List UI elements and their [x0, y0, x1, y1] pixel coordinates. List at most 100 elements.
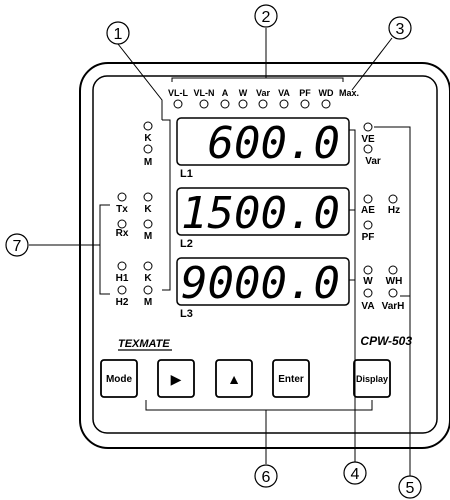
callout-7-circle	[5, 233, 29, 257]
display-l1-window	[176, 117, 350, 166]
callout-1-text: 1	[114, 26, 123, 43]
bracket-2	[171, 77, 344, 82]
ind-max-label: Max.	[339, 88, 359, 98]
led-rpf	[363, 220, 373, 230]
led-pf	[300, 99, 310, 109]
callout-3-circle	[388, 16, 412, 40]
led-m3	[143, 285, 153, 295]
ind-vln-label: VL-N	[194, 88, 215, 98]
led-vll	[173, 99, 183, 109]
callout-6-circle	[254, 464, 278, 488]
led-wh	[388, 265, 398, 275]
callout-7-text: 7	[13, 238, 22, 255]
display-l1-value: 600.0	[208, 118, 340, 169]
led-a	[220, 99, 230, 109]
callouts	[5, 4, 422, 499]
led-m2	[143, 219, 153, 229]
right-hz-label: Hz	[388, 205, 400, 216]
bracket-6	[145, 400, 373, 411]
led-k3	[143, 261, 153, 271]
right-arrow-button[interactable]	[157, 359, 195, 398]
unit-k1-label: K	[144, 133, 152, 144]
leader-5	[374, 126, 411, 478]
enter-button-label: Enter	[278, 374, 304, 385]
right-leds	[363, 122, 398, 298]
comm-tx-label: Tx	[116, 204, 128, 215]
ind-va-label: VA	[278, 88, 290, 98]
led-tx	[117, 192, 127, 202]
ind-var-label: Var	[256, 88, 271, 98]
led-wd	[321, 99, 331, 109]
led-va	[279, 99, 289, 109]
outer-bezel	[79, 62, 450, 449]
enter-button[interactable]	[272, 359, 310, 398]
panel-face	[92, 75, 438, 434]
unit-k3-label: K	[144, 273, 152, 284]
up-arrow-button[interactable]	[215, 359, 253, 398]
comm-rx-label: Rx	[116, 228, 129, 239]
right-var-label: Var	[365, 156, 381, 167]
led-vln	[199, 99, 209, 109]
callout-2-text: 2	[262, 9, 271, 26]
ind-w-label: W	[239, 88, 248, 98]
line-l1-label: L1	[180, 168, 193, 180]
mode-button-label: Mode	[106, 374, 133, 385]
comm-h2-label: H2	[116, 297, 129, 308]
left-comm-leds	[117, 192, 127, 295]
led-ae	[363, 194, 373, 204]
mode-button[interactable]	[100, 359, 138, 398]
display-button-label: Display	[356, 374, 388, 384]
right-ae-label: AE	[361, 205, 375, 216]
leader-lines	[29, 28, 411, 478]
bracket-1	[162, 119, 171, 291]
callout-4-circle	[343, 461, 367, 485]
bracket-7	[99, 204, 110, 295]
ind-wd-label: WD	[319, 88, 334, 98]
led-ve	[363, 122, 373, 132]
unit-m2-label: M	[144, 231, 152, 242]
right-varh-label: VarH	[382, 301, 405, 312]
led-rvar	[363, 144, 373, 154]
led-rva	[363, 288, 373, 298]
ind-a-label: A	[222, 88, 229, 98]
led-rx	[117, 219, 127, 229]
ind-vll-label: VL-L	[168, 88, 188, 98]
up-arrow-icon: ▲	[227, 371, 241, 387]
display-l3-window	[176, 257, 350, 306]
line-l2-label: L2	[180, 238, 193, 250]
right-w-label: W	[363, 276, 373, 287]
ind-pf-label: PF	[299, 88, 311, 98]
unit-k2-label: K	[144, 204, 152, 215]
callout-4-text: 4	[351, 466, 360, 483]
leader-4	[349, 129, 356, 462]
callout-3-text: 3	[396, 21, 405, 38]
left-unit-leds	[143, 121, 153, 295]
callout-2-circle	[254, 4, 278, 28]
model-name: CPW-503	[360, 334, 412, 348]
brand-logo: TEXMATE	[118, 338, 170, 350]
display-l3-value: 9000.0	[181, 258, 340, 309]
led-hz	[388, 194, 398, 204]
led-varh	[388, 288, 398, 298]
unit-m1-label: M	[144, 157, 152, 168]
callout-6-text: 6	[262, 469, 271, 486]
callout-5-circle	[398, 475, 422, 499]
callout-5-text: 5	[406, 480, 415, 497]
led-m1	[143, 144, 153, 154]
right-pf-label: PF	[362, 232, 375, 243]
line-l3-label: L3	[180, 308, 193, 320]
top-leds	[173, 99, 331, 109]
led-k1	[143, 121, 153, 131]
display-button[interactable]	[353, 359, 391, 398]
leader-1	[117, 43, 163, 120]
right-arrow-icon: ▶	[171, 371, 182, 387]
led-var	[258, 99, 268, 109]
display-l2-window	[176, 187, 350, 236]
right-wh-label: WH	[386, 276, 403, 287]
display-l2-value: 1500.0	[181, 188, 340, 239]
led-rw	[363, 265, 373, 275]
led-h1	[117, 261, 127, 271]
right-ve-label: VE	[361, 134, 375, 145]
comm-h1-label: H1	[116, 273, 129, 284]
